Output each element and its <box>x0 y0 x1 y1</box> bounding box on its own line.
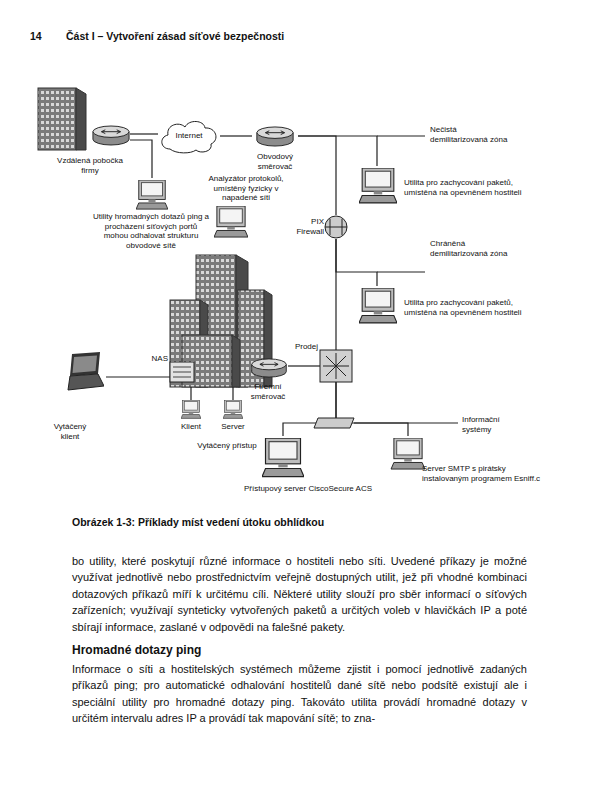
branch-router <box>93 126 129 145</box>
ping-sweep-computer <box>136 180 168 209</box>
packet-capture-host: Utilita pro zachycování paketů, umístěná… <box>356 166 568 208</box>
network-link <box>288 365 320 366</box>
ping-sweep-host: Utility hromadných dotazů ping a procház… <box>92 178 210 254</box>
corporate-router <box>252 359 287 377</box>
node-label: Analyzátor protokolů, umístěný fyzicky v… <box>198 174 294 203</box>
node-label: NAS <box>148 354 168 364</box>
node-label: Vytáčený klient <box>44 422 96 441</box>
hub-symbol <box>314 418 354 428</box>
branch-building <box>38 88 86 150</box>
network-link <box>335 239 336 350</box>
network-link <box>130 133 158 134</box>
node-label: Server SMTP s pirátsky instalovaným prog… <box>422 464 546 483</box>
acs-server-computer <box>262 438 304 477</box>
node-label: Firemní směrovač <box>244 382 292 401</box>
nas-device: NAS <box>170 362 194 382</box>
node-label: Server <box>214 422 252 432</box>
analyzer-computer <box>214 206 248 237</box>
figure-caption: Obrázek 1-3: Příklady míst vedení útoku … <box>72 516 532 529</box>
node-label: Prodej <box>289 342 318 352</box>
network-link <box>298 136 336 215</box>
capture-host <box>359 168 397 203</box>
section-heading: Hromadné dotazy ping <box>72 643 527 658</box>
page-number: 14 <box>30 30 42 43</box>
perimeter-router: Obvodový směrovač <box>252 126 298 174</box>
sales-switch: Prodej <box>320 350 352 382</box>
network-link <box>130 140 152 178</box>
node-label: PIX Firewall <box>292 217 324 236</box>
node-label: Internet <box>158 131 220 141</box>
pix-firewall: PIX Firewall <box>292 215 348 239</box>
client-computer <box>181 400 201 418</box>
running-header: Část I – Vytvoření zásad síťové bezpečno… <box>66 30 284 43</box>
branch-office: Vzdálená pobočka firmy <box>30 82 130 177</box>
network-link <box>106 376 170 377</box>
zone-label: Chráněná demilitarizovaná zóna <box>430 239 510 258</box>
network-link <box>336 239 377 286</box>
nas-symbol <box>170 362 194 382</box>
network-link <box>220 135 252 136</box>
node-label: Vzdálená pobočka firmy <box>50 156 130 175</box>
node-label: Utility hromadných dotazů ping a procház… <box>92 212 210 250</box>
zone-label: Nečistá demilitarizovaná zóna <box>430 125 510 144</box>
dialup-client: Vytáčený klient <box>44 350 106 444</box>
body-text: bo utility, které poskytují různé inform… <box>72 553 527 727</box>
network-link <box>298 136 377 166</box>
body-paragraph: Informace o síti a hostitelských systéme… <box>72 661 527 727</box>
laptop-symbol <box>68 352 104 390</box>
body-paragraph: bo utility, které poskytují různé inform… <box>72 553 527 635</box>
segment-label: Informační systémy <box>462 415 524 434</box>
packet-capture-host: Utilita pro zachycování paketů, umístěná… <box>356 286 568 328</box>
corporate-router: Firemní směrovač <box>248 358 288 403</box>
server-computer <box>223 400 243 418</box>
node-label: Utilita pro zachycování paketů, umístěná… <box>404 298 544 317</box>
group-label: Vytáčený přístup <box>196 441 258 451</box>
node-label: Utilita pro zachycování paketů, umístěná… <box>404 178 544 197</box>
node-label: Obvodový směrovač <box>252 152 298 171</box>
smtp-server: Server SMTP s pirátsky instalovaným prog… <box>388 436 548 496</box>
client-host: Klient <box>176 400 206 434</box>
node-label: Přístupový server CiscoSecure ACS <box>222 484 394 494</box>
perimeter-router <box>257 127 293 146</box>
node-label: Klient <box>172 422 210 432</box>
capture-host <box>359 288 397 323</box>
server-host: Server <box>218 400 248 434</box>
smtp-server-computer <box>391 438 425 469</box>
pix-firewall-symbol <box>325 216 347 238</box>
internet-cloud: Internet <box>158 118 220 154</box>
switch-symbol <box>320 350 352 382</box>
protocol-analyzer: Analyzátor protokolů, umístěný fyzicky v… <box>198 174 294 240</box>
